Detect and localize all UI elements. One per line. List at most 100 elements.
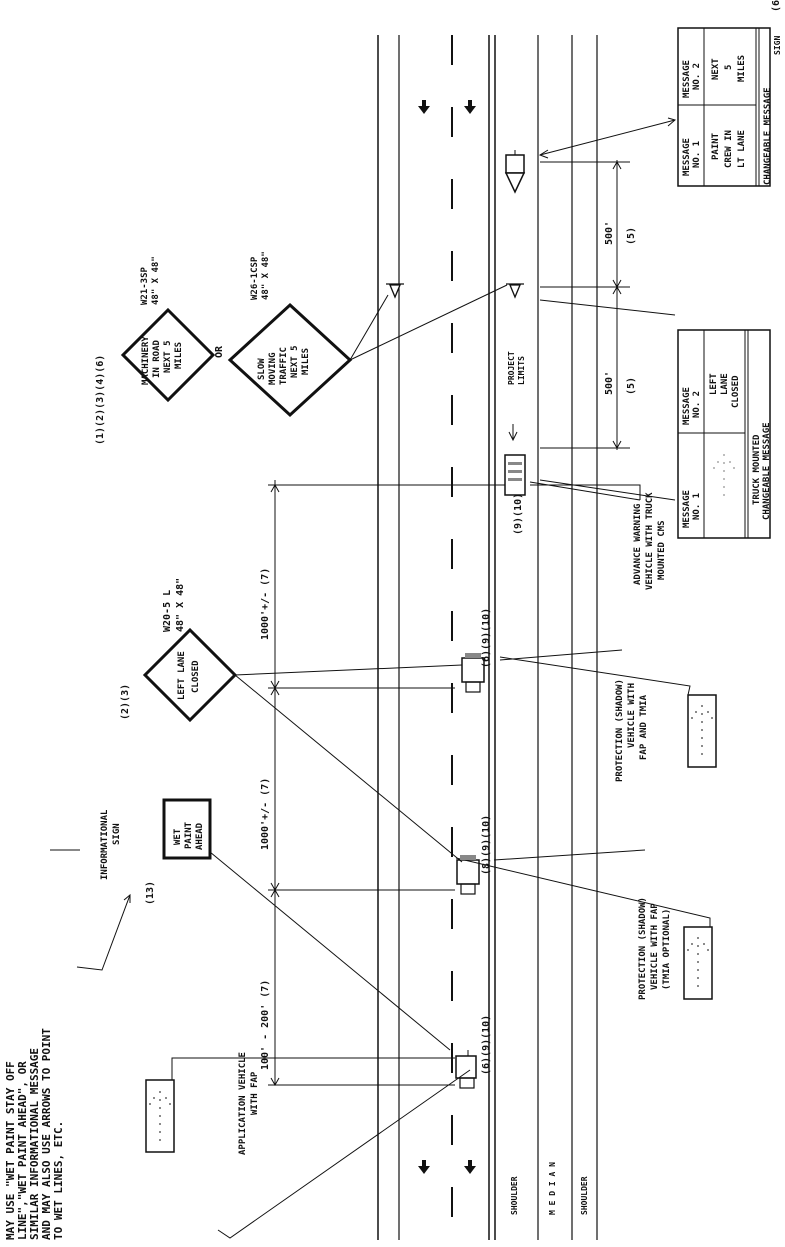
dim-1000-b: 1000'+/- (7): [260, 568, 271, 640]
application-vehicle-icon: [455, 1055, 477, 1079]
machinery-line-3: NEXT 5: [163, 340, 173, 373]
machinery-line-4: MILES: [174, 342, 184, 369]
wet-paint-leader: [209, 851, 451, 1051]
application-vehicle-group: APPLICATION VEHICLE WITH FAP (6)(9)(10): [145, 1015, 492, 1239]
protection-2-label-3: FAP AND TMIA: [639, 694, 649, 760]
truck-msg2-b1: LEFT: [709, 373, 719, 395]
note-line-5: TO WET LINES, ETC.: [52, 1121, 65, 1240]
info-sign-notes: (13): [145, 881, 156, 905]
info-sign-leader: [76, 894, 131, 971]
cms-msg1-b2: CREW IN: [724, 130, 734, 168]
or-label: OR: [214, 345, 225, 358]
traffic-arrows: [418, 100, 476, 1174]
wet-paint-line-1: WET: [173, 828, 183, 845]
slow-code: W26-1CSP: [250, 256, 260, 300]
machinery-code: W21-3SP: [140, 266, 150, 305]
note-line-1: MAY USE "WET PAINT STAY OFF: [4, 1061, 17, 1240]
slow-line-1: SLOW: [257, 358, 267, 380]
truck-msg2-b2: LANE: [720, 373, 730, 395]
left-lane-code: W20-5 L: [162, 590, 173, 632]
arrow-panel-fap-1: [145, 1079, 175, 1153]
protection-2-label-1: PROTECTION (SHADOW): [615, 679, 625, 782]
truck-msg1-h1: MESSAGE: [682, 490, 692, 528]
vehicle-4-notes: (9)(10): [513, 493, 524, 535]
cms-msg2-b3: MILES: [737, 55, 747, 82]
arrow-down-icon: [464, 100, 476, 114]
cms-msg2-h2: NO. 2: [692, 63, 702, 90]
protection-vehicle-1-icon: [456, 859, 480, 885]
vehicle-2-notes: (8)(9)(10): [481, 815, 492, 875]
roadway: [377, 35, 598, 1240]
truck-msg2-b3: CLOSED: [731, 375, 741, 408]
left-lane-line-1: LEFT LANE: [177, 651, 187, 700]
truck-msg2-h2: NO. 2: [692, 391, 702, 418]
road-labels: SHOULDER M E D I A N SHOULDER PROJECT LI…: [507, 351, 589, 1215]
slow-line-4: NEXT 5: [290, 345, 300, 378]
arrow-down-icon: [418, 100, 430, 114]
machinery-line-1: MACHINERY: [141, 336, 151, 385]
slow-line-5: MILES: [301, 348, 311, 375]
cms-msg1-b1: PAINT: [711, 132, 721, 160]
shoulder-label: SHOULDER: [580, 1176, 589, 1215]
dimensions: 100' - 200' (7) 1000'+/- (7) 1000'+/- (7…: [260, 160, 637, 1087]
cms-msg2-b2: 5: [724, 65, 734, 70]
left-lane-size: 48" X 48": [175, 578, 186, 632]
truck-msg1-h2: NO. 1: [692, 493, 702, 520]
arrow-down-icon: [464, 1160, 476, 1174]
fap-1-leader: [171, 1057, 455, 1080]
arrow-panel-dots-icon: [149, 1091, 171, 1141]
truck-cms-table: MESSAGE NO. 1 MESSAGE NO. 2 LEFT LANE CL…: [677, 329, 772, 539]
cms-msg2-h1: MESSAGE: [682, 60, 692, 98]
application-vehicle-label-2: WITH FAP: [250, 1071, 260, 1115]
machinery-in-road-sign: [120, 307, 216, 403]
dim-100-200: 100' - 200' (7): [260, 980, 271, 1070]
slow-line-3: TRAFFIC: [279, 347, 289, 385]
shoulder-label: SHOULDER: [510, 1176, 519, 1215]
advance-warning-vehicle-icon: [504, 454, 526, 496]
cms-caption-1: CHANGEABLE MESSAGE: [763, 87, 773, 185]
changeable-cms-table: MESSAGE NO. 1 MESSAGE NO. 2 PAINT CREW I…: [677, 0, 782, 187]
protection-1-label-2: VEHICLE WITH FAP: [650, 903, 660, 990]
machinery-size: 48" X 48": [151, 256, 161, 305]
median-label: M E D I A N: [548, 1162, 557, 1215]
project-limits-arrow-icon: [508, 424, 518, 442]
vehicle-1-notes: (6)(9)(10): [481, 1015, 492, 1075]
slow-line-2: MOVING: [268, 352, 278, 385]
slow-moving-traffic-sign: [227, 302, 353, 418]
sign-posts: [386, 283, 524, 299]
arrow-down-icon: [418, 1160, 430, 1174]
sign-notes-long: (1)(2)(3)(4)(6): [95, 355, 106, 445]
dim-500-b: 500': [604, 371, 615, 395]
cms-corner-note: (6: [771, 0, 782, 12]
cms-msg1-h2: NO. 1: [692, 141, 702, 168]
cms-trailer-icon: [505, 154, 525, 174]
protection-1-label-1: PROTECTION (SHADOW): [638, 897, 648, 1000]
protection-2-label-2: VEHICLE WITH: [627, 683, 637, 748]
wet-paint-ahead-sign: [162, 798, 212, 860]
wet-paint-line-2: PAINT: [184, 821, 194, 849]
truck-msg2-h1: MESSAGE: [682, 387, 692, 425]
truck-caption-1: TRUCK MOUNTED: [752, 434, 762, 505]
sign-post-icon: [509, 284, 521, 299]
wet-paint-line-3: AHEAD: [195, 822, 205, 850]
sign-post-icon: [389, 284, 401, 299]
cms-trailer: [504, 117, 677, 194]
application-vehicle-leader: [217, 1069, 471, 1239]
arrow-panel-dots-icon: [687, 937, 709, 987]
machinery-line-2: IN ROAD: [152, 339, 162, 378]
cms-msg1-h1: MESSAGE: [682, 138, 692, 176]
dim-1000-a: 1000'+/- (7): [260, 778, 271, 850]
project-limits-line1: PROJECT: [507, 351, 516, 385]
advance-warning-label-3: MOUNTED CMS: [657, 520, 667, 580]
dim-500-b-note: (5): [626, 377, 637, 395]
informational-sign-label-2: SIGN: [112, 823, 122, 845]
left-lane-line-2: CLOSED: [191, 660, 201, 693]
arrow-panel-dots-icon: [691, 705, 713, 755]
cms-msg2-b1: NEXT: [711, 58, 721, 80]
application-vehicle-label-1: APPLICATION VEHICLE: [238, 1052, 248, 1155]
protection-vehicle-2-group: PROTECTION (SHADOW) VEHICLE WITH FAP AND…: [461, 608, 717, 782]
protection-1-label-3: (TMIA OPTIONAL): [662, 909, 672, 990]
note-line-3: SIMILAR INFORMATIONAL MESSAGE: [28, 1048, 41, 1240]
informational-sign-group: INFORMATIONAL SIGN (13) WET PAINT AHEAD: [76, 798, 451, 1051]
